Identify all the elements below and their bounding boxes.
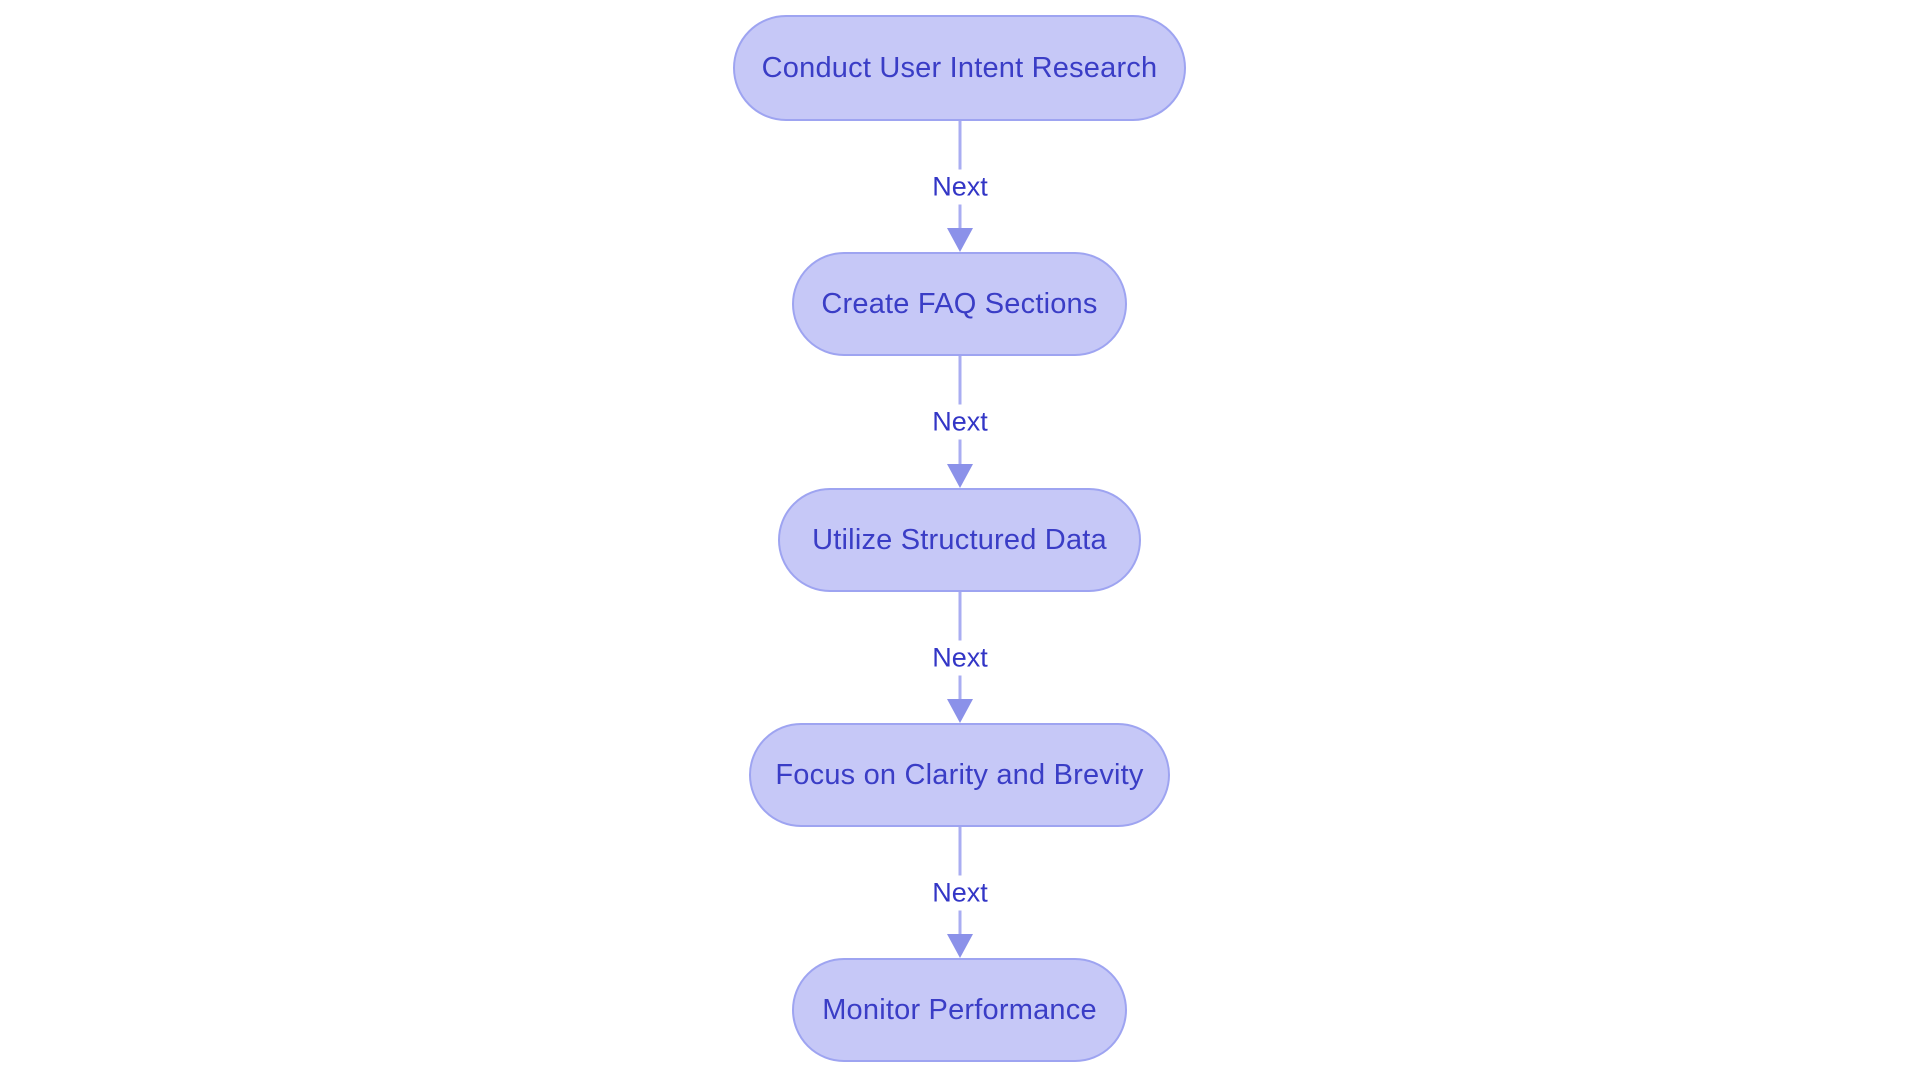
edge-label: Next xyxy=(924,169,996,204)
edge-connector-4: Next xyxy=(900,827,1020,958)
node-label: Monitor Performance xyxy=(822,993,1097,1026)
flow-node-utilize-structured-data: Utilize Structured Data xyxy=(778,488,1141,592)
flow-node-monitor-performance: Monitor Performance xyxy=(792,958,1127,1062)
edge-connector-3: Next xyxy=(900,592,1020,723)
arrow-down-icon xyxy=(947,699,973,723)
flow-node-conduct-user-intent-research: Conduct User Intent Research xyxy=(733,15,1186,121)
edge-label: Next xyxy=(924,875,996,910)
edge-connector-1: Next xyxy=(900,121,1020,252)
arrow-down-icon xyxy=(947,934,973,958)
edge-label: Next xyxy=(924,404,996,440)
node-label: Create FAQ Sections xyxy=(821,287,1098,320)
arrow-down-icon xyxy=(947,464,973,488)
node-label: Conduct User Intent Research xyxy=(761,51,1158,84)
flow-node-focus-on-clarity-and-brevity: Focus on Clarity and Brevity xyxy=(749,723,1170,827)
node-label: Focus on Clarity and Brevity xyxy=(775,758,1144,791)
edge-label: Next xyxy=(924,640,996,675)
node-label: Utilize Structured Data xyxy=(812,523,1107,556)
flow-node-create-faq-sections: Create FAQ Sections xyxy=(792,252,1127,356)
arrow-down-icon xyxy=(947,228,973,252)
edge-connector-2: Next xyxy=(900,356,1020,488)
